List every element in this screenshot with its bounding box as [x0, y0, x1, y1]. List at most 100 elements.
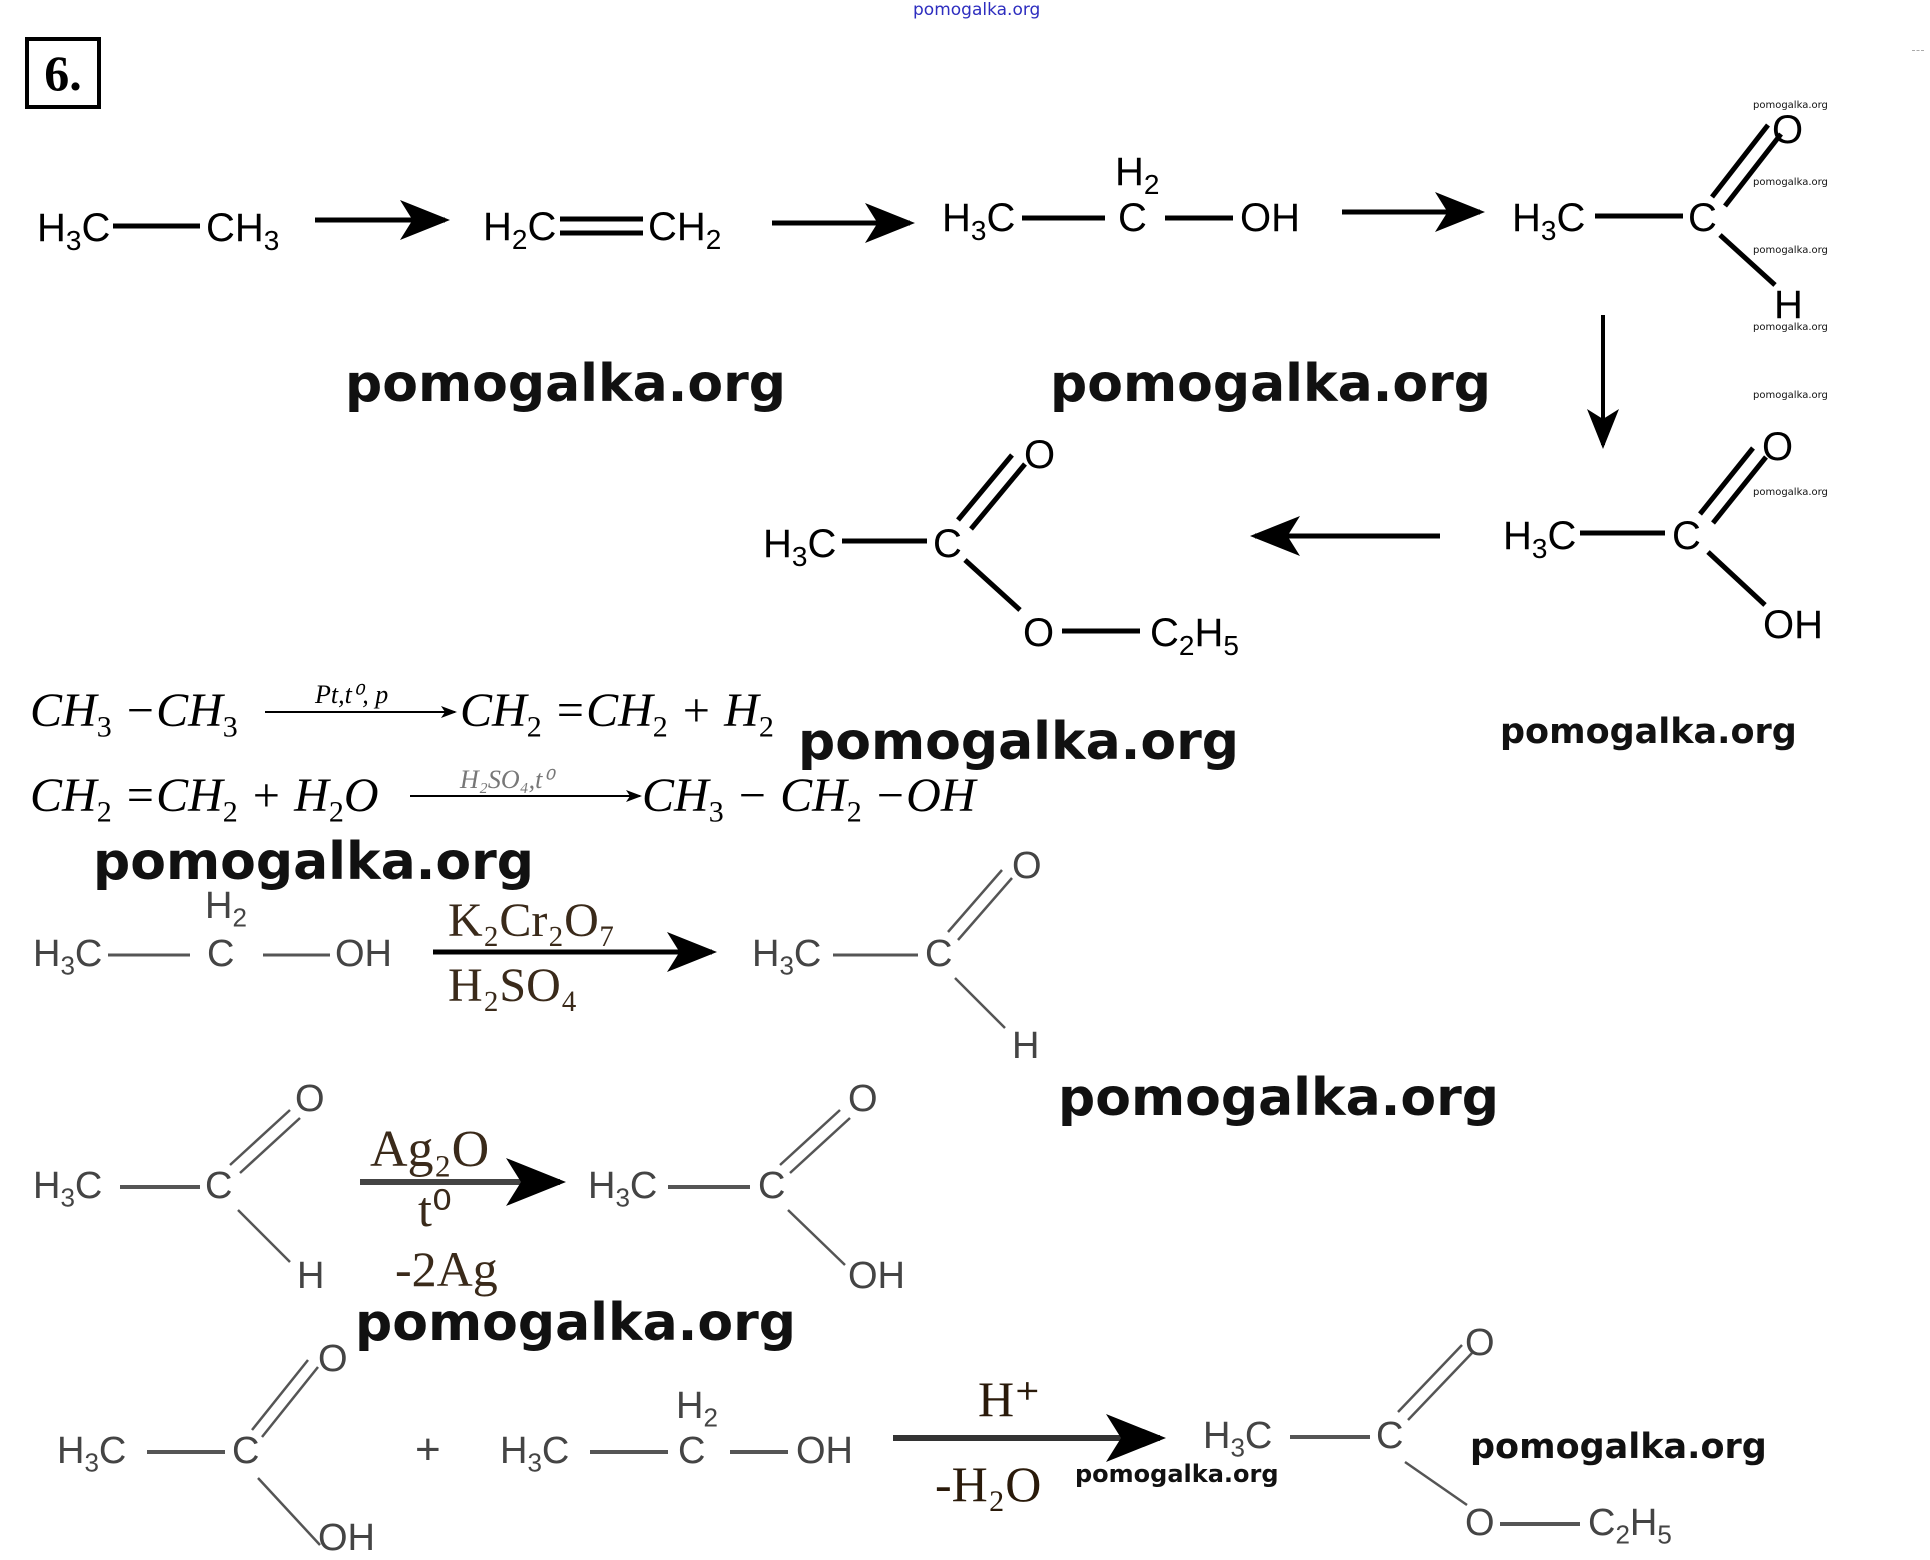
- acetaldehyde-o: O: [1772, 108, 1804, 152]
- watermark: pomogalka.org: [1470, 1427, 1767, 1467]
- r5-ester-c1: C: [1244, 1415, 1273, 1457]
- ethane-ch3: CH3: [206, 206, 279, 257]
- r5-acid-c-oh-bond: [257, 1477, 321, 1546]
- ester-o-top: O: [1024, 433, 1056, 477]
- ester-c2h5-sub5: 5: [1223, 630, 1239, 661]
- r5-ester-co-bond-2: [1407, 1352, 1473, 1421]
- ester-o-bottom: O: [1023, 611, 1055, 655]
- ethanol-oh: OH: [1240, 196, 1300, 240]
- r5-ester-c2h5: C2H5: [1588, 1502, 1672, 1551]
- eq2-lhs-sub: 2: [96, 795, 112, 829]
- r3-acetaldehyde-h: H: [752, 933, 780, 975]
- r5-ester-h: H: [1203, 1415, 1231, 1457]
- ester-c2h5: C2H5: [1150, 611, 1239, 662]
- r4-aldehyde-c1: C: [74, 1165, 103, 1207]
- eq2-lhs-part: CH: [30, 769, 97, 822]
- r3-acetaldehyde-h-atom: H: [1012, 1025, 1040, 1067]
- watermark: pomogalka.org: [1753, 245, 1828, 256]
- ethylene-ch2-sub: 2: [705, 224, 722, 255]
- eq2-lhs-part: + H: [237, 769, 329, 822]
- ethane-h: H: [37, 206, 66, 250]
- r5-ethanol-h: H: [500, 1430, 528, 1472]
- r4-acid-o: O: [848, 1078, 878, 1120]
- ethanol-h2: H2: [1115, 150, 1159, 201]
- eq1-rhs-part: + H: [667, 684, 759, 737]
- acetaldehyde-co-bond-2: [1723, 132, 1783, 208]
- ester-c2h5-c: C: [1150, 611, 1179, 655]
- r4-reagent-top: Ag₂O: [370, 1121, 490, 1178]
- r3-acetaldehyde-co-bond-2: [957, 877, 1013, 941]
- watermark: pomogalka.org: [1058, 1068, 1500, 1128]
- r5-ester-c2: C: [1376, 1415, 1404, 1457]
- eq2-lhs: CH2 =CH2 + H2O: [30, 768, 379, 830]
- r4-aldehyde-co-bond-1: [229, 1109, 291, 1166]
- ester-c2h5-h: H: [1194, 611, 1224, 655]
- r4-aldehyde-o: O: [295, 1078, 325, 1120]
- ethane-sub3: 3: [65, 225, 82, 256]
- r3-ethanol-c1: C: [74, 933, 103, 975]
- eq2-lhs-part: O: [343, 769, 379, 822]
- r4-acid-h: H: [588, 1165, 616, 1207]
- acetaldehyde-h-atom: H: [1774, 283, 1803, 327]
- task-number-box: 6.: [25, 37, 101, 109]
- r5-acid-sub3: 3: [84, 1447, 99, 1478]
- ester-c2: C: [933, 522, 962, 566]
- r4-aldehyde-h-atom: H: [297, 1255, 325, 1297]
- r5-ethanol-oh: OH: [796, 1430, 853, 1472]
- r5-ester-sub3: 3: [1230, 1432, 1245, 1463]
- eq2-rhs-part: CH: [642, 769, 709, 822]
- eq1-rhs-sub: 2: [526, 710, 542, 744]
- watermark: pomogalka.org: [1050, 354, 1492, 414]
- acetic-acid-sub3: 3: [1531, 533, 1548, 564]
- watermark: pomogalka.org: [798, 712, 1240, 772]
- ethylene: H2C: [483, 205, 556, 256]
- acetaldehyde-ch-bond: [1718, 233, 1777, 287]
- eq1-lhs-sub: 3: [96, 710, 112, 744]
- ester-co-bond-1: [956, 453, 1014, 522]
- eq1-rhs-part: =CH: [541, 684, 653, 737]
- r4-aldehyde-co-bond-2: [239, 1117, 301, 1174]
- r3-ethanol-h2-h: H: [205, 885, 233, 927]
- r3-ethanol-c2: C: [207, 933, 235, 975]
- watermark: pomogalka.org: [1753, 487, 1828, 498]
- acetaldehyde-sub3: 3: [1540, 215, 1557, 246]
- r4-acid-oh: OH: [848, 1255, 905, 1297]
- ethanol-sub3: 3: [970, 215, 987, 246]
- acetaldehyde-c1: C: [1556, 196, 1586, 240]
- ethanol-h2-h: H: [1115, 150, 1144, 194]
- r3-ethanol-h3c: H3C: [33, 933, 102, 982]
- r5-ester-h3c: H3C: [1203, 1415, 1272, 1464]
- acetic-acid-h3c: H3C: [1503, 514, 1576, 565]
- ethylene-ch: CH: [648, 205, 706, 249]
- eq2-rhs-sub: 2: [846, 795, 862, 829]
- ester-c2h5-sub2: 2: [1178, 630, 1195, 661]
- r4-aldehyde-c2: C: [205, 1165, 233, 1207]
- eq1-rhs: CH2 =CH2 + H2: [460, 683, 774, 745]
- r3-ethanol-oh: OH: [335, 933, 392, 975]
- ester-h3c: H3C: [763, 522, 836, 573]
- r4-aldehyde-h: H: [33, 1165, 61, 1207]
- r5-ethanol-c1: C: [541, 1430, 570, 1472]
- ethane-c: C: [81, 206, 111, 250]
- ethylene-c: C: [527, 205, 557, 249]
- ethylene-h: H: [483, 205, 512, 249]
- r3-acetaldehyde-c1: C: [793, 933, 822, 975]
- r5-acid-h3c: H3C: [57, 1430, 126, 1479]
- ester-c-o-bond: [963, 558, 1022, 612]
- watermark: pomogalka.org: [1500, 712, 1797, 752]
- eq2-rhs-part: −OH: [861, 769, 976, 822]
- eq2-lhs-part: =CH: [111, 769, 223, 822]
- ester-sub3: 3: [791, 541, 808, 572]
- r5-plus: +: [415, 1425, 441, 1474]
- r3-reagent-top: K₂Cr₂O₇: [448, 894, 616, 947]
- ethanol-h3c: H3C: [942, 196, 1015, 247]
- r4-acid-co-bond-2: [789, 1117, 851, 1174]
- r5-acid-co-bond-2: [261, 1366, 319, 1438]
- r5-ethanol-c2: C: [678, 1430, 706, 1472]
- r3-acetaldehyde-o: O: [1012, 845, 1042, 887]
- task-number: 6.: [44, 45, 82, 101]
- ethane-ch3-sub: 3: [263, 225, 280, 256]
- r5-acid-o: O: [318, 1338, 348, 1380]
- acetic-acid-o: O: [1762, 425, 1794, 469]
